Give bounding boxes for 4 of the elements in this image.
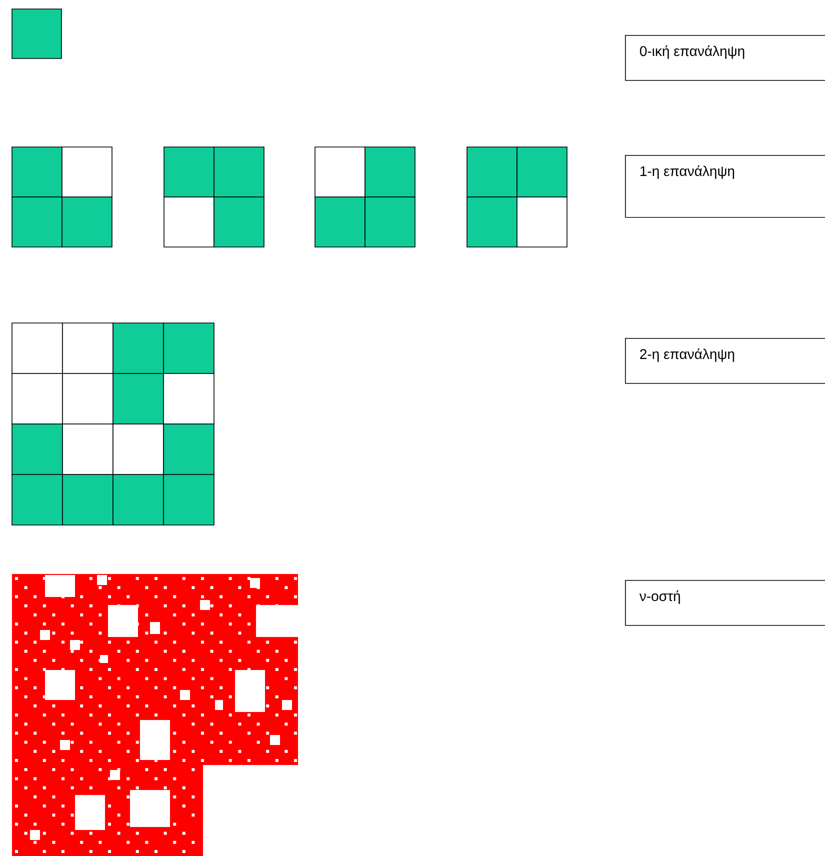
label-box: 2-η επανάληψη xyxy=(625,338,825,384)
label-box: 1-η επανάληψη xyxy=(625,155,825,218)
label-box: 0-ική επανάληψη xyxy=(625,35,825,81)
label-box: ν-οστή xyxy=(625,580,825,626)
